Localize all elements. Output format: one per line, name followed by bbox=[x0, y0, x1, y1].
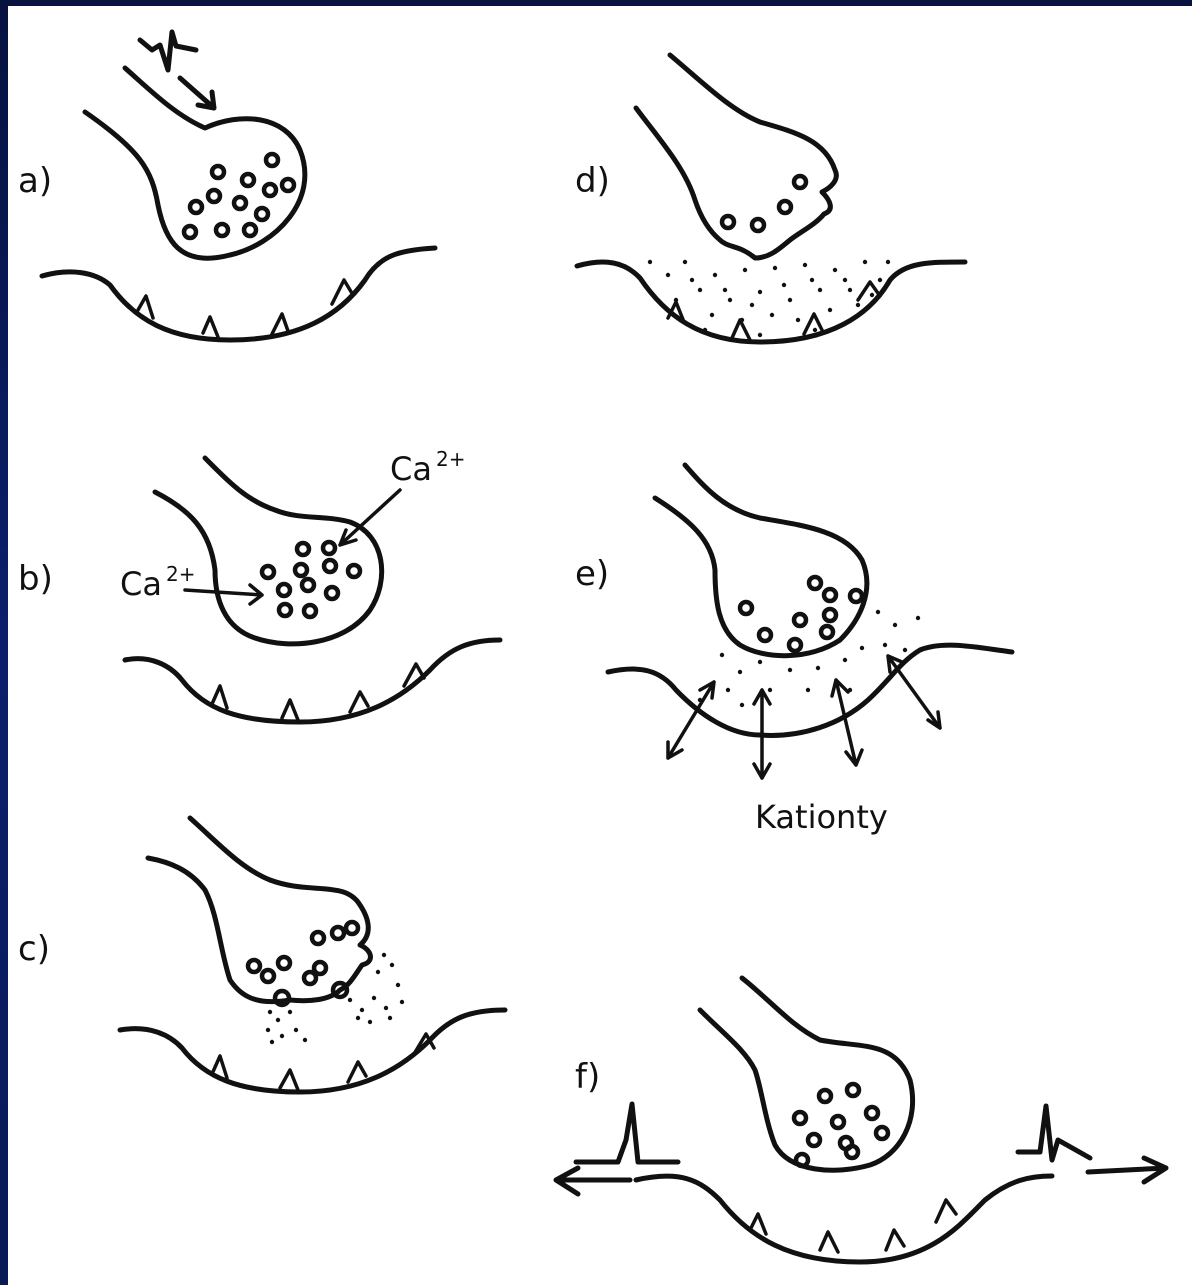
vesicles bbox=[722, 176, 806, 231]
vesicles bbox=[184, 154, 294, 238]
ion-label-right: Ca bbox=[390, 450, 432, 488]
panel-c: c) bbox=[18, 818, 505, 1092]
action-potential-right-icon bbox=[1018, 1106, 1090, 1160]
panel-b-label: b) bbox=[18, 559, 53, 599]
receptors bbox=[750, 1200, 956, 1252]
double-arrow-icon bbox=[668, 682, 714, 758]
postsynaptic-membrane bbox=[577, 262, 965, 342]
synapse-diagram: a) b) bbox=[8, 6, 1192, 1285]
postsynaptic-membrane bbox=[120, 1010, 505, 1092]
action-potential-left-icon bbox=[576, 1104, 678, 1162]
double-arrow-icon bbox=[888, 656, 940, 728]
action-potential-spike-icon bbox=[140, 32, 196, 70]
arrow-icon bbox=[185, 585, 262, 604]
panel-b: b) Ca 2+ Ca 2+ bbox=[18, 447, 500, 722]
receptors bbox=[212, 664, 424, 720]
receptors bbox=[138, 280, 353, 337]
panel-d: d) bbox=[575, 55, 965, 342]
arrow-left-icon bbox=[556, 1168, 630, 1194]
postsynaptic-membrane bbox=[42, 248, 435, 340]
ion-charge-left: 2+ bbox=[166, 562, 195, 586]
postsynaptic-membrane bbox=[125, 640, 500, 722]
figure-panel: a) b) bbox=[8, 6, 1192, 1285]
panel-f-label: f) bbox=[575, 1057, 600, 1097]
panel-e: e) Kationty bbox=[575, 465, 1012, 836]
panel-a: a) bbox=[18, 32, 435, 340]
panel-d-label: d) bbox=[575, 161, 610, 201]
panel-e-label: e) bbox=[575, 554, 609, 594]
panel-f: f) bbox=[556, 978, 1166, 1262]
presynaptic-terminal bbox=[655, 465, 867, 656]
ion-charge-right: 2+ bbox=[436, 447, 465, 471]
released-neurotransmitter bbox=[648, 260, 890, 337]
arrow-icon bbox=[180, 78, 214, 108]
vesicles bbox=[248, 922, 358, 1005]
vesicles bbox=[794, 1084, 888, 1166]
presynaptic-terminal bbox=[636, 55, 836, 258]
panel-c-label: c) bbox=[18, 929, 50, 969]
arrow-right-icon bbox=[1088, 1158, 1166, 1182]
cation-label: Kationty bbox=[755, 798, 888, 836]
presynaptic-terminal bbox=[148, 818, 370, 1002]
vesicles bbox=[740, 577, 862, 651]
vesicles bbox=[262, 542, 360, 617]
presynaptic-terminal bbox=[155, 458, 382, 644]
panel-a-label: a) bbox=[18, 161, 52, 201]
ion-label-left: Ca bbox=[120, 565, 162, 603]
postsynaptic-membrane bbox=[636, 1176, 1052, 1262]
